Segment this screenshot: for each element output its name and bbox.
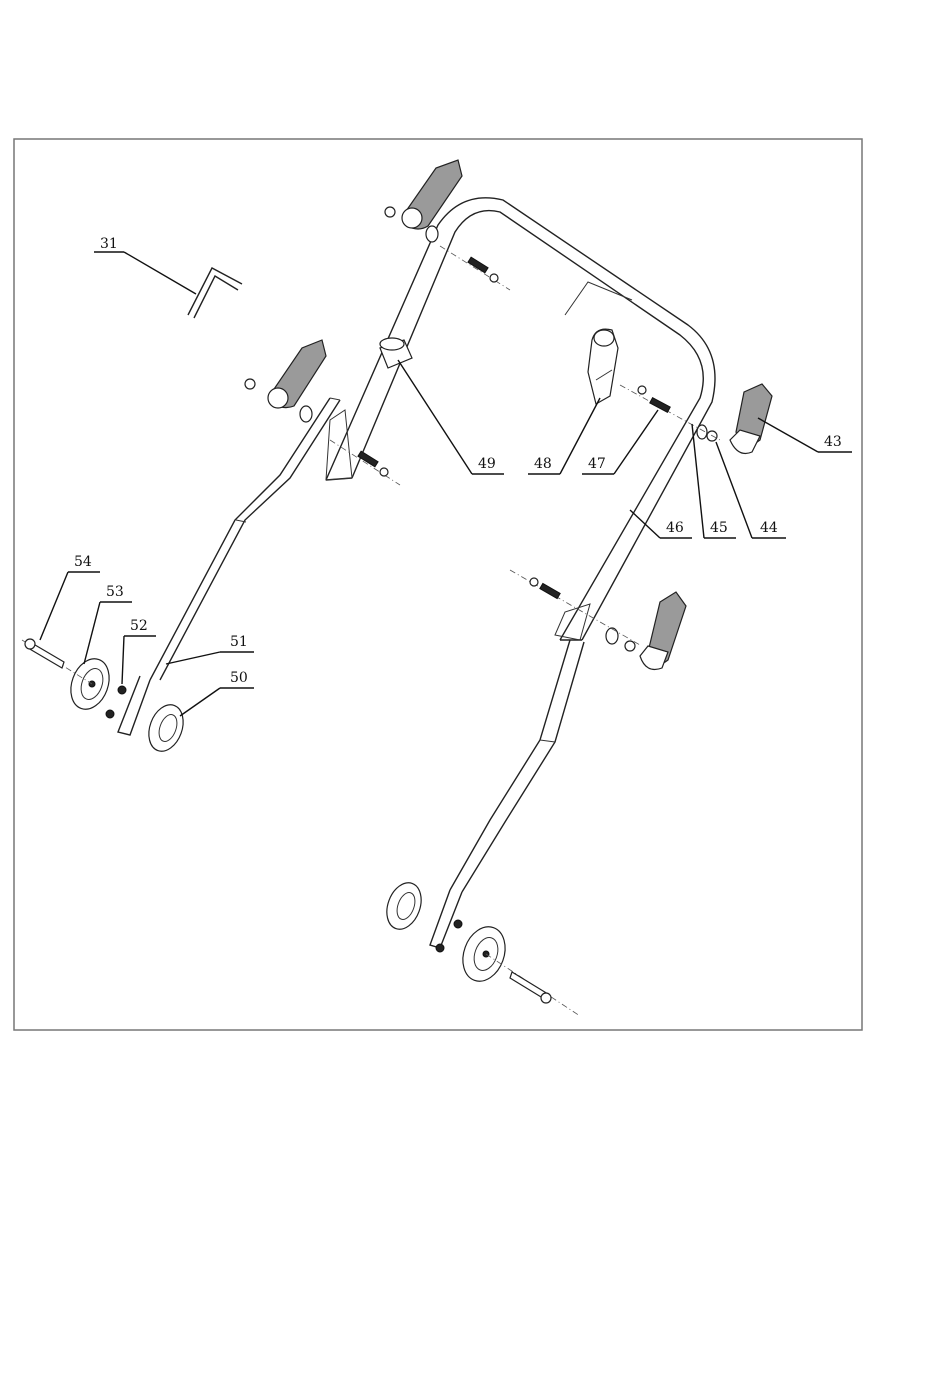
callout-51-lower-handle: 51 xyxy=(166,634,254,664)
callout-53-wheel: 53 xyxy=(84,584,132,664)
handle-knob-top xyxy=(385,160,462,242)
callout-label: 53 xyxy=(106,584,124,600)
callout-label: 51 xyxy=(230,634,248,650)
callout-label: 54 xyxy=(74,554,92,570)
callout-label: 48 xyxy=(534,456,552,472)
callout-label: 46 xyxy=(666,520,684,536)
callout-label: 52 xyxy=(130,618,148,634)
handle-knob-left xyxy=(245,340,326,422)
callout-47-bolt: 47 xyxy=(582,410,658,474)
handle-knob-right-top xyxy=(697,384,772,454)
allen-key xyxy=(188,268,242,318)
bolt-right-low xyxy=(510,570,640,645)
bolt-top xyxy=(440,246,510,290)
callout-label: 31 xyxy=(100,236,118,252)
callout-49-clip: 49 xyxy=(398,360,504,474)
callout-50-hub-cap: 50 xyxy=(180,670,254,716)
nuts-left xyxy=(106,686,126,718)
hub-cap-right xyxy=(381,878,427,934)
wheel-right xyxy=(456,921,513,987)
callout-52-nut: 52 xyxy=(122,618,156,684)
cable-guide xyxy=(588,329,618,404)
handle-knob-right-low xyxy=(606,592,686,670)
wheel-left xyxy=(64,653,116,714)
callout-label: 44 xyxy=(760,520,778,536)
callout-31-allen-key: 31 xyxy=(94,236,196,294)
callout-label: 50 xyxy=(230,670,248,686)
upper-handle-bar xyxy=(326,198,715,640)
axle-bolt-right xyxy=(486,954,580,1016)
callout-label: 43 xyxy=(824,434,842,450)
hub-cap-left xyxy=(143,700,189,756)
callout-54-axle-bolt: 54 xyxy=(40,554,100,640)
cable-clip xyxy=(380,338,412,368)
lower-handle-right xyxy=(430,640,584,948)
callout-43-handle-knob: 43 xyxy=(758,418,852,452)
callout-label: 49 xyxy=(478,456,496,472)
axle-bolt-left xyxy=(22,639,92,684)
callout-label: 45 xyxy=(710,520,728,536)
lower-handle-left xyxy=(118,398,340,735)
callout-label: 47 xyxy=(588,456,606,472)
